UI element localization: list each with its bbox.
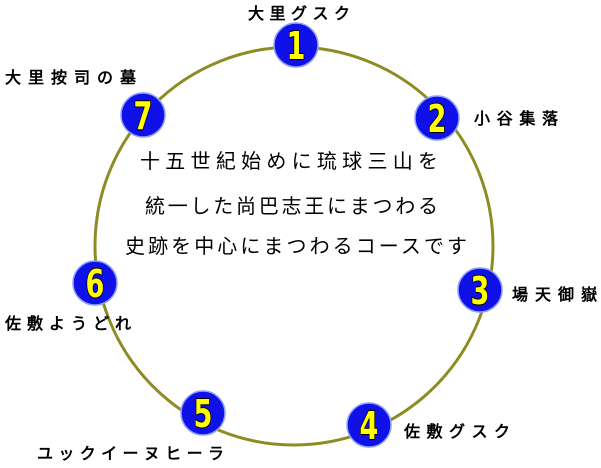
stop-5-node <box>180 390 226 436</box>
stop-2-number: 2 <box>428 96 447 141</box>
stop-3-number: 3 <box>471 268 490 313</box>
center-text-line-1: 十五世紀始めに琉球三山を <box>140 149 438 173</box>
stop-2-label: 小谷集落 <box>474 109 559 128</box>
stop-5-label: ユックイーヌヒーラ <box>37 444 224 463</box>
stop-3-node <box>457 267 503 313</box>
stop-1: 1 <box>273 22 319 69</box>
stop-7-node <box>120 92 166 138</box>
center-text-line-3: 史跡を中心にまつわるコースです <box>125 234 467 258</box>
stop-4-number: 4 <box>360 403 379 448</box>
stop-6: 6 <box>72 260 118 307</box>
stop-3-label: 場天御嶽 <box>512 285 598 304</box>
stop-4-node <box>346 402 392 448</box>
stop-7-label: 大里按司の墓 <box>5 68 137 87</box>
stop-7-number: 7 <box>134 93 153 138</box>
stop-5-number: 5 <box>194 391 213 436</box>
stop-7: 7 <box>120 92 166 139</box>
stop-1-label: 大里グスク <box>248 4 350 23</box>
stop-2: 2 <box>414 95 460 142</box>
stop-4-label: 佐敷グスク <box>403 422 510 441</box>
stop-1-number: 1 <box>287 23 306 68</box>
stop-6-number: 6 <box>86 261 105 306</box>
stop-4: 4 <box>346 402 392 449</box>
stop-6-node <box>72 260 118 306</box>
stop-3: 3 <box>457 267 503 314</box>
stop-2-node <box>414 95 460 141</box>
stop-5: 5 <box>180 390 226 437</box>
stop-1-node <box>273 22 319 68</box>
center-text-line-2: 統一した尚巴志王にまつわる <box>145 194 438 218</box>
